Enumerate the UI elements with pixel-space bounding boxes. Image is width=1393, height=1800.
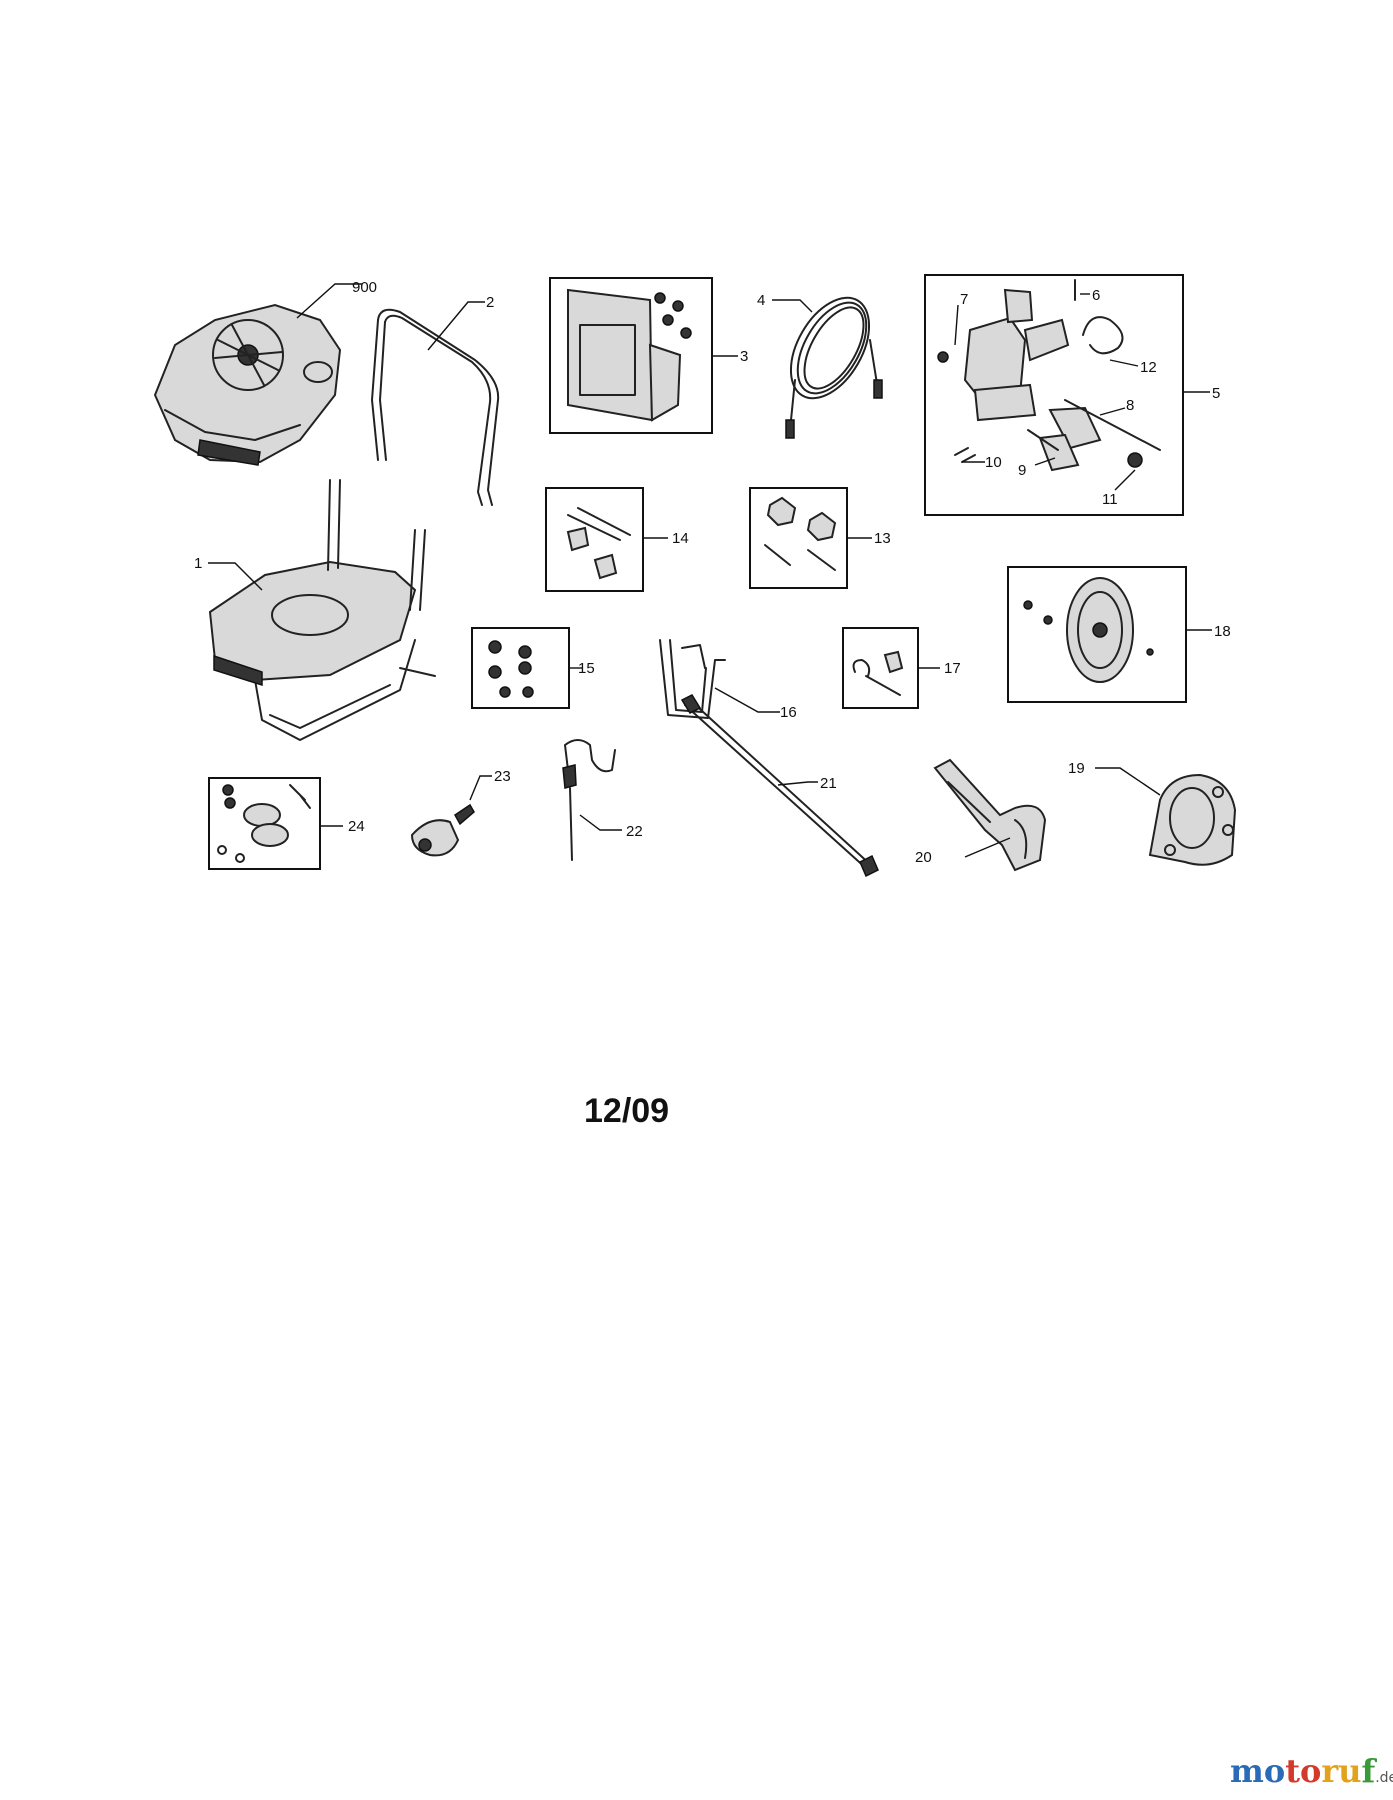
label-18: 18 [1214, 623, 1231, 640]
label-22: 22 [626, 823, 643, 840]
label-21: 21 [820, 775, 837, 792]
engine-part-900: 900 [153, 279, 377, 466]
label-24: 24 [348, 818, 365, 835]
label-17: 17 [944, 660, 961, 677]
label-6: 6 [1092, 287, 1100, 304]
hose-holder-part-16: 16 [659, 639, 797, 721]
label-11: 11 [1102, 491, 1118, 508]
date-code: 12/09 [584, 1092, 670, 1130]
hose-reel-bracket-part-19: 19 [1068, 760, 1237, 866]
pin-kit-part-17: 17 [842, 627, 961, 709]
chemical-hose-part-22: 22 [562, 739, 643, 861]
frame-part-1: 1 [194, 479, 436, 741]
label-20: 20 [915, 849, 932, 866]
label-5: 5 [1212, 385, 1220, 402]
pump-assembly-part-5: 6 7 8 9 10 11 12 5 [924, 274, 1220, 516]
star-knob-kit-part-13: 13 [749, 487, 891, 589]
label-4: 4 [757, 292, 765, 309]
label-23: 23 [494, 768, 511, 785]
handle-part-2: 2 [371, 294, 500, 506]
label-14: 14 [672, 530, 689, 547]
label-10: 10 [985, 454, 1002, 471]
control-panel-part-3: 3 [549, 277, 748, 434]
label-2: 2 [486, 294, 494, 311]
label-900: 900 [352, 279, 377, 296]
nozzle-part-23: 23 [410, 768, 511, 857]
label-19: 19 [1068, 760, 1085, 777]
label-3: 3 [740, 348, 748, 365]
screw-nut-kit-part-15: 15 [471, 627, 595, 709]
label-8: 8 [1126, 397, 1134, 414]
label-1: 1 [194, 555, 202, 572]
lance-part-21: 21 [680, 694, 879, 878]
label-7: 7 [960, 291, 968, 308]
label-15: 15 [578, 660, 595, 677]
label-13: 13 [874, 530, 891, 547]
wheel-kit-part-18: 18 [1007, 566, 1231, 703]
label-16: 16 [780, 704, 797, 721]
spray-gun-part-20: 20 [915, 758, 1047, 872]
hardware-kit-part-24: 24 [208, 777, 365, 870]
label-9: 9 [1018, 462, 1026, 479]
bolt-knob-kit-part-14: 14 [545, 487, 689, 592]
hose-part-4: 4 [757, 292, 883, 439]
label-12: 12 [1140, 359, 1157, 376]
watermark-logo: motoruf.de [1230, 1752, 1393, 1790]
